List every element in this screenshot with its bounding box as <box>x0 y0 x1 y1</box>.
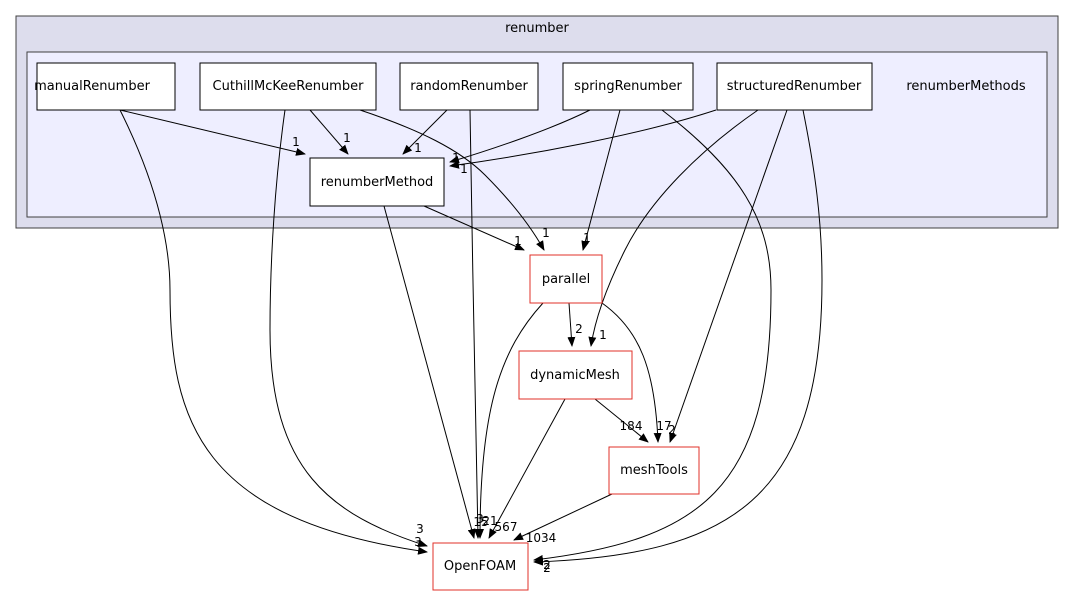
edge-line <box>567 302 576 347</box>
edge-weight-label: 1 <box>542 226 550 240</box>
edge-parallel-to-dynamicMesh[interactable]: 2 <box>567 302 583 347</box>
edge-structuredRenumber-to-openFOAM[interactable]: 2 <box>533 109 823 572</box>
edge-weight-label: 2 <box>575 322 583 336</box>
node-renumber-method-label: renumberMethod <box>321 175 434 190</box>
edge-weight-label: 1 <box>343 131 351 145</box>
node-spring-renumber-label: springRenumber <box>574 79 682 94</box>
node-structured-renumber[interactable]: structuredRenumber <box>716 62 873 111</box>
edge-cuthillMcKeeRenumber-to-parallel[interactable]: 1 <box>359 109 550 251</box>
edge-weight-label: 1 <box>452 151 460 165</box>
nodes-layer: manualRenumber CuthillMcKeeRenumber rand… <box>34 62 873 591</box>
node-parallel[interactable]: parallel <box>529 254 603 304</box>
edge-weight-label: 21 <box>482 514 497 528</box>
node-dynamic-mesh-label: dynamicMesh <box>530 368 620 383</box>
edge-line <box>383 205 476 539</box>
edge-cuthillMcKeeRenumber-to-openFOAM[interactable]: 3 <box>269 109 428 548</box>
edge-line <box>476 302 544 539</box>
edge-line <box>449 109 717 169</box>
edge-cuthillMcKeeRenumber-to-renumberMethod[interactable]: 1 <box>309 109 351 155</box>
edge-weight-label: 1034 <box>526 531 557 545</box>
edge-structuredRenumber-to-dynamicMesh[interactable]: 1 <box>588 109 759 347</box>
edge-line <box>513 493 613 541</box>
edge-line <box>449 109 591 164</box>
edge-weight-label: 2 <box>543 558 551 572</box>
node-openfoam[interactable]: OpenFOAM <box>432 542 529 591</box>
edge-springRenumber-to-openFOAM[interactable]: 2 <box>533 109 772 575</box>
node-manual-renumber-label: manualRenumber <box>34 79 151 94</box>
edge-line <box>402 109 448 155</box>
node-manual-renumber[interactable]: manualRenumber <box>34 62 176 111</box>
edge-randomRenumber-to-renumberMethod[interactable]: 1 <box>402 109 448 155</box>
edge-weight-label: 567 <box>495 520 518 534</box>
node-parallel-label: parallel <box>542 272 590 287</box>
edge-line <box>119 109 428 555</box>
edge-line <box>601 302 662 443</box>
edge-structuredRenumber-to-renumberMethod[interactable]: 1 <box>449 109 717 176</box>
node-renumber-method[interactable]: renumberMethod <box>309 157 445 207</box>
edge-weight-label: 1 <box>292 135 300 149</box>
edge-meshTools-to-openFOAM[interactable]: 1034 <box>513 493 613 545</box>
node-mesh-tools-label: meshTools <box>620 463 688 478</box>
edge-line <box>119 109 306 156</box>
edge-weight-label: 2 <box>543 561 551 575</box>
cluster-renumber-methods-label: renumberMethods <box>906 79 1026 94</box>
node-random-renumber[interactable]: randomRenumber <box>399 62 539 111</box>
edge-line <box>581 109 621 251</box>
edge-springRenumber-to-parallel[interactable]: 1 <box>581 109 621 251</box>
node-cuthill-mckee-renumber-label: CuthillMcKeeRenumber <box>213 79 365 94</box>
edge-weight-label: 1 <box>583 231 591 245</box>
edge-dynamicMesh-to-openFOAM[interactable]: 567 <box>488 398 566 539</box>
edge-line <box>488 398 566 539</box>
edge-line <box>269 109 428 548</box>
node-openfoam-label: OpenFOAM <box>444 559 516 574</box>
edge-dynamicMesh-to-meshTools[interactable]: 184 <box>594 398 649 443</box>
edge-weight-label: 17 <box>656 419 671 433</box>
edge-renumberMethod-to-openFOAM[interactable]: 15 <box>383 205 489 539</box>
edge-line <box>359 109 545 251</box>
node-dynamic-mesh[interactable]: dynamicMesh <box>518 350 633 400</box>
cluster-renumber-label: renumber <box>505 21 569 36</box>
edge-line <box>669 109 788 443</box>
edge-line <box>588 109 759 347</box>
edge-springRenumber-to-renumberMethod[interactable]: 1 <box>449 109 591 165</box>
edge-renumberMethod-to-parallel[interactable]: 1 <box>423 205 525 251</box>
edge-weight-label: 2 <box>668 423 676 437</box>
edge-line <box>594 398 649 443</box>
edge-line <box>423 205 525 251</box>
edge-parallel-to-openFOAM[interactable]: 21 <box>476 302 544 539</box>
edge-line <box>533 109 772 563</box>
edge-weight-label: 1 <box>514 234 522 248</box>
edge-weight-label: 1 <box>414 141 422 155</box>
edge-line <box>309 109 349 155</box>
edge-parallel-to-meshTools[interactable]: 17 <box>601 302 672 443</box>
edge-weight-label: 1 <box>599 328 607 342</box>
edge-weight-label: 184 <box>620 419 643 433</box>
edge-weight-label: 3 <box>416 522 424 536</box>
node-spring-renumber[interactable]: springRenumber <box>562 62 694 111</box>
node-mesh-tools[interactable]: meshTools <box>608 446 700 495</box>
edge-structuredRenumber-to-meshTools[interactable]: 2 <box>668 109 788 443</box>
edge-line <box>469 109 482 539</box>
edge-line <box>533 109 823 566</box>
node-structured-renumber-label: structuredRenumber <box>727 79 862 94</box>
edge-weight-label: 15 <box>473 515 488 529</box>
node-random-renumber-label: randomRenumber <box>410 79 528 94</box>
edge-weight-label: 1 <box>460 162 468 176</box>
node-cuthill-mckee-renumber[interactable]: CuthillMcKeeRenumber <box>199 62 377 111</box>
edge-manualRenumber-to-renumberMethod[interactable]: 1 <box>119 109 306 156</box>
